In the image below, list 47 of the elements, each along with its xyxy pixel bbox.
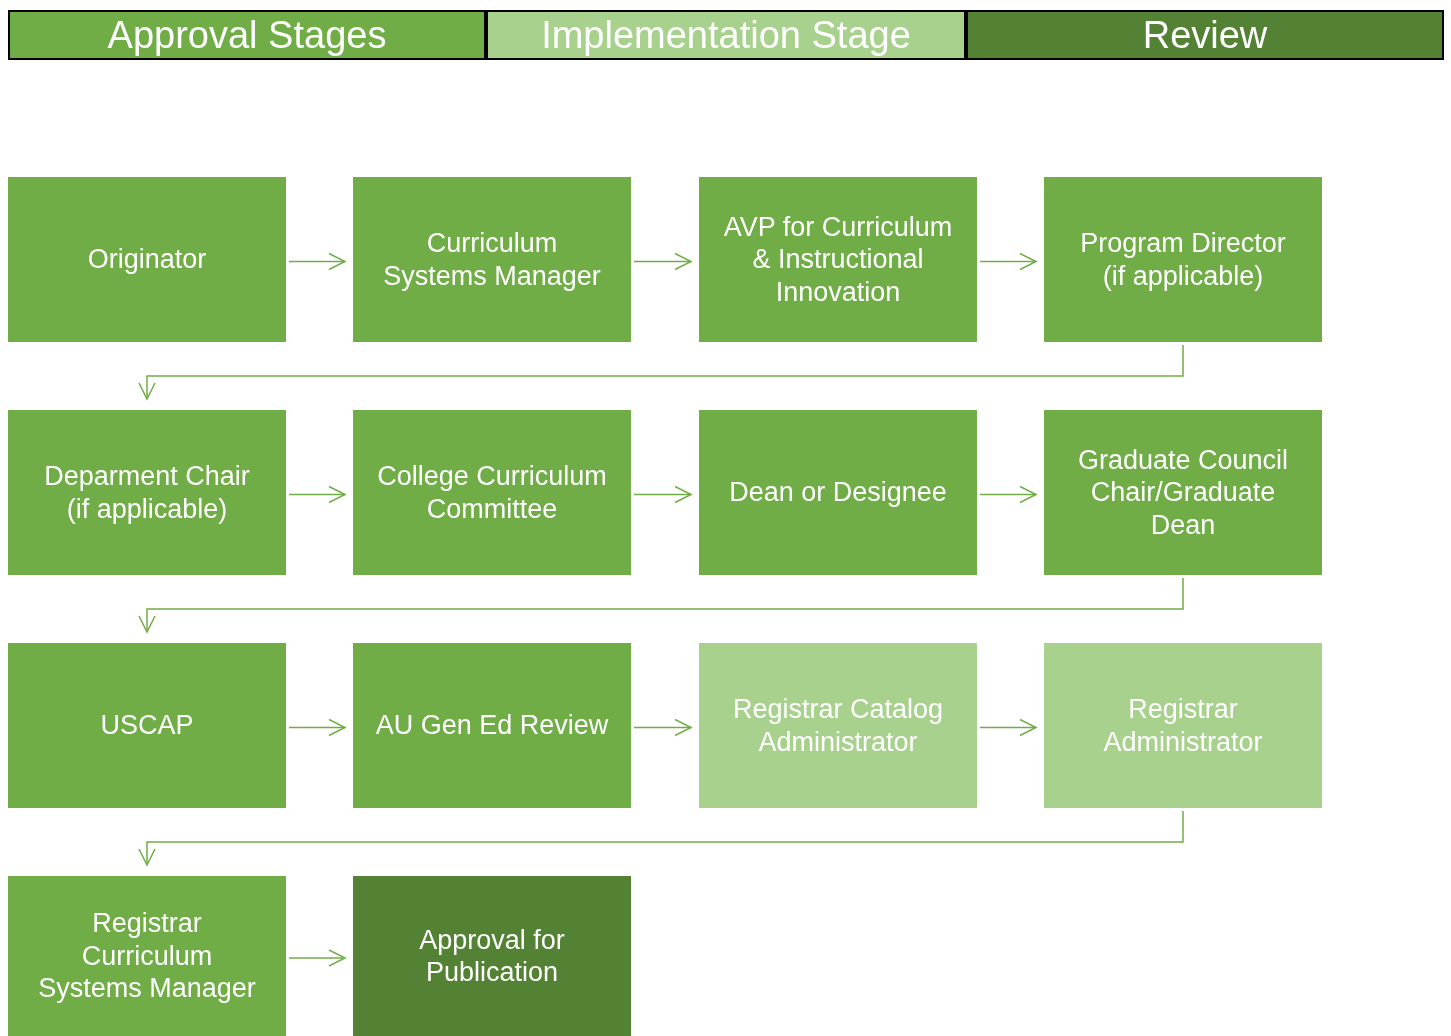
box-label: Registrar Administrator: [1102, 693, 1264, 758]
stage-header: [8, 10, 486, 60]
box-label: Originator: [87, 243, 207, 276]
process-box: [699, 643, 977, 808]
process-box: [8, 643, 286, 808]
box-label: Dean or Designee: [729, 476, 947, 509]
arrow: [979, 252, 1037, 271]
process-box: [353, 643, 631, 808]
process-box: [1044, 177, 1322, 342]
box-label: Deparment Chair (if applicable): [43, 460, 251, 525]
process-box: [353, 177, 631, 342]
arrow: [288, 485, 346, 504]
arrow: [979, 718, 1037, 737]
arrow: [979, 485, 1037, 504]
box-label: USCAP: [100, 709, 194, 742]
process-box: [8, 177, 286, 342]
box-label: AVP for Curriculum & Instructional Innovation: [722, 210, 954, 309]
arrow: [288, 252, 346, 271]
stage-header: [486, 10, 966, 60]
box-label: Implementation Stage: [541, 13, 911, 57]
process-box: [699, 177, 977, 342]
process-box: [353, 876, 631, 1036]
arrow: [288, 718, 346, 737]
box-label: Curriculum Systems Manager: [382, 227, 602, 292]
arrow: [633, 252, 692, 271]
box-label: Graduate Council Chair/Graduate Dean: [1076, 443, 1290, 542]
box-label: Registrar Catalog Administrator: [731, 693, 945, 758]
box-label: College Curriculum Committee: [376, 460, 608, 525]
process-box: [353, 410, 631, 575]
process-box: [1044, 410, 1322, 575]
arrow: [138, 810, 1184, 866]
process-box: [8, 410, 286, 575]
arrow: [138, 344, 1184, 400]
box-label: Approval for Publication: [418, 923, 566, 989]
box-label: Program Director (if applicable): [1079, 227, 1287, 292]
arrow: [633, 485, 692, 504]
arrow: [288, 949, 346, 967]
box-label: Registrar Curriculum Systems Manager: [37, 907, 257, 1005]
box-label: Review: [1142, 13, 1268, 57]
process-box: [8, 876, 286, 1036]
arrow: [138, 577, 1184, 633]
arrow: [633, 718, 692, 737]
process-box: [699, 410, 977, 575]
box-label: AU Gen Ed Review: [375, 709, 609, 742]
process-box: [1044, 643, 1322, 808]
stage-header: [966, 10, 1444, 60]
box-label: Approval Stages: [107, 13, 387, 57]
